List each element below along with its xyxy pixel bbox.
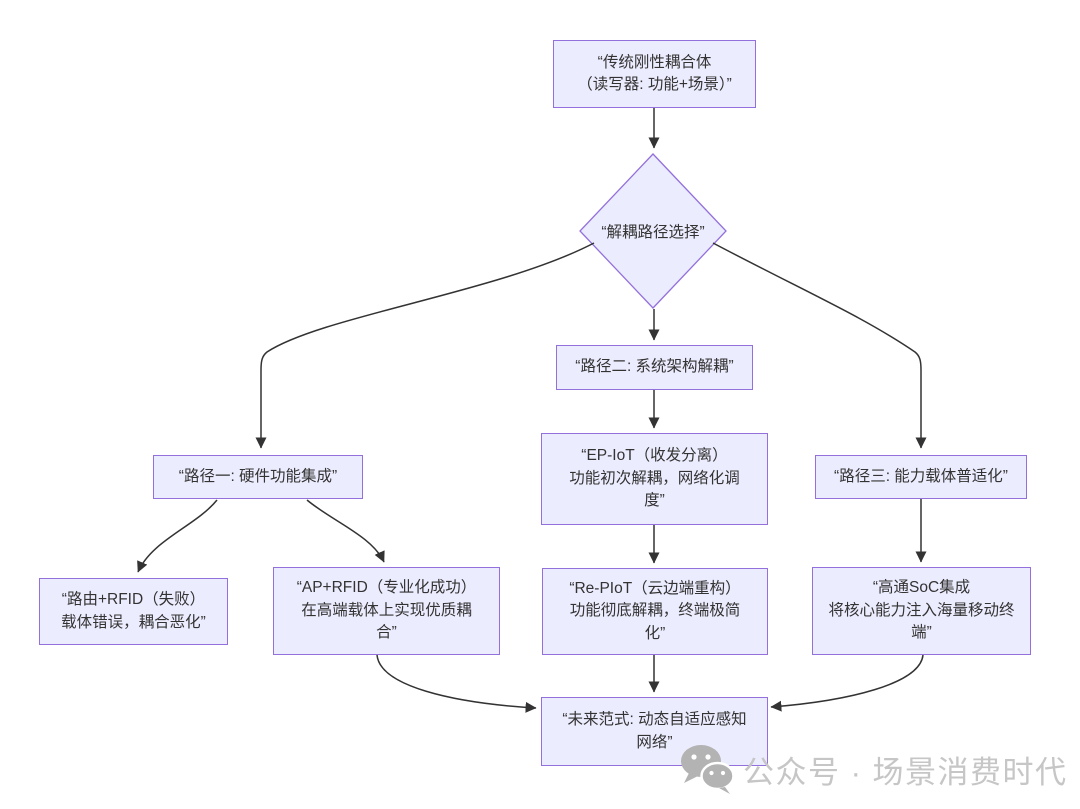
node-ap: “AP+RFID（专业化成功） 在高端载体上实现优质耦 合” [273, 567, 500, 655]
node-decision-label: “解耦路径选择” [601, 224, 705, 241]
node-epiot: “EP-IoT（收发分离） 功能初次解耦，网络化调 度” [541, 433, 768, 525]
node-path2: “路径二: 系统架构解耦” [556, 345, 753, 390]
edge-path1-ap [306, 499, 385, 563]
node-path3: “路径三: 能力载体普适化” [815, 455, 1027, 499]
watermark: 公众号 · 场景消费时代 [680, 742, 1068, 796]
node-repiot: “Re-PIoT（云边端重构） 功能彻底解耦，终端极简 化” [542, 568, 768, 655]
edge-decision-path3 [712, 242, 927, 449]
edge-soc-future [770, 654, 924, 712]
edge-decision-path1 [255, 242, 595, 449]
node-future: “未来范式: 动态自适应感知 网络” [541, 697, 768, 766]
wechat-icon [681, 745, 734, 794]
node-root: “传统刚性耦合体 （读写器: 功能+场景）” [553, 40, 756, 108]
edge-path1-fail [137, 499, 218, 573]
node-fail: “路由+RFID（失败） 载体错误，耦合恶化” [39, 578, 228, 645]
node-path1: “路径一: 硬件功能集成” [153, 455, 363, 499]
edge-ap-future [376, 654, 537, 713]
watermark-text: 公众号 · 场景消费时代 [743, 754, 1068, 790]
node-soc: “高通SoC集成 将核心能力注入海量移动终 端” [812, 567, 1031, 655]
decision-diamond-shape [579, 153, 727, 309]
